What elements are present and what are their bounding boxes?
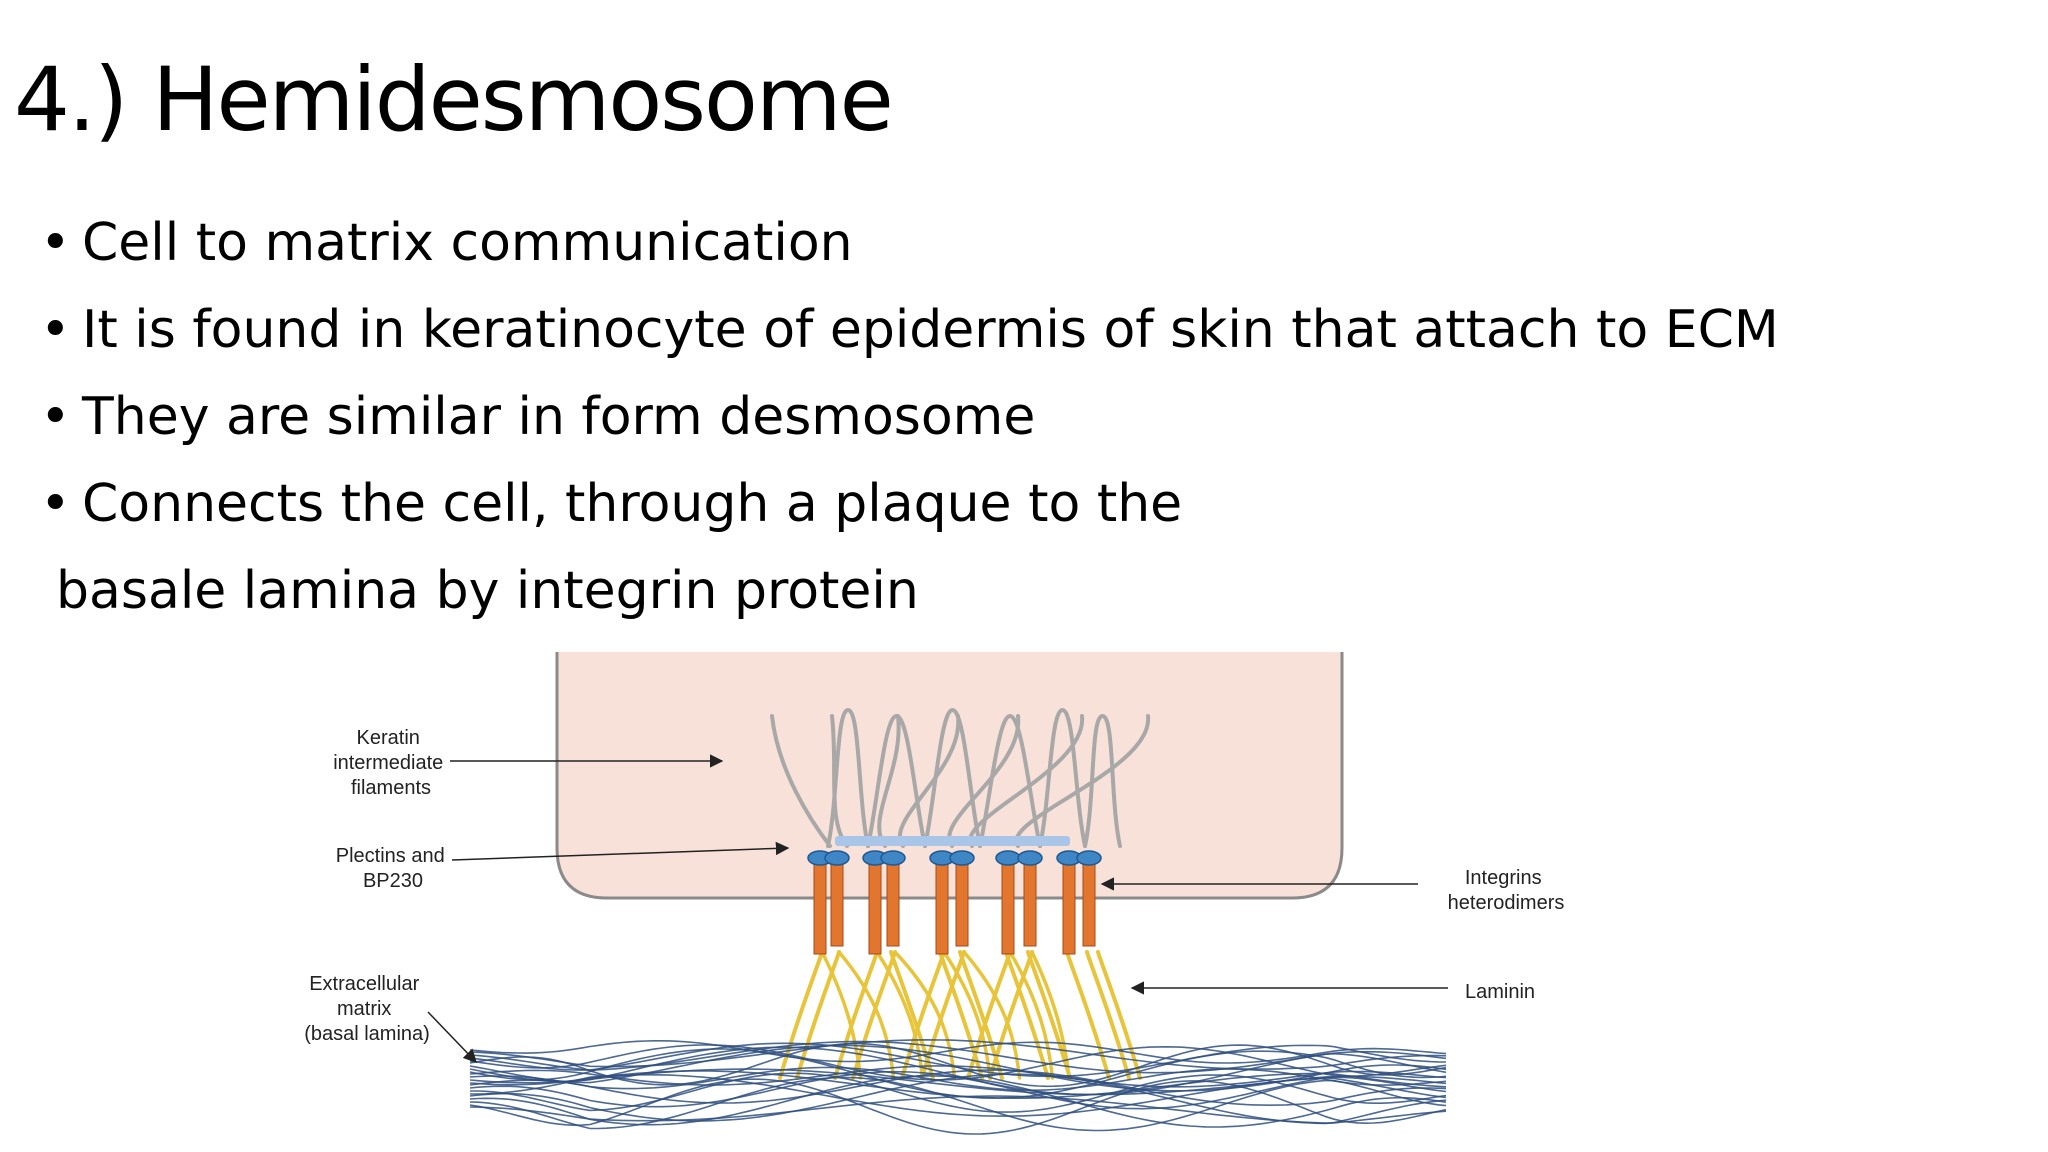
bullet-text: Cell to matrix communication (82, 213, 853, 273)
keratin-filament (826, 707, 870, 848)
plectins-label: Plectins and BP230 (336, 845, 451, 892)
bullet-list: •Cell to matrix communication •It is fou… (40, 200, 1779, 548)
integrin-stalk (868, 861, 882, 955)
integrin-stalk (813, 861, 827, 955)
integrin-stalk (1062, 861, 1076, 955)
bullet-dot: • (40, 474, 71, 534)
bullet-text: It is found in keratinocyte of epidermis… (82, 300, 1779, 360)
slide-title: 4.) Hemidesmosome (14, 48, 894, 151)
bullet-continuation: basale lamina by integrin protein (56, 561, 919, 621)
keratin-filament (770, 714, 832, 848)
keratin-filament (877, 714, 901, 848)
integrin-stalk (1001, 861, 1015, 955)
matrix-fiber (469, 1042, 1447, 1088)
integrin-head (949, 850, 975, 866)
bullet-item: •Cell to matrix communication (40, 200, 1779, 287)
plectin-pointer (451, 841, 790, 861)
keratin-filament (978, 713, 1042, 848)
bullet-dot: • (40, 300, 71, 360)
ecm-label: Extracellular matrix (basal lamina) (304, 973, 430, 1045)
integrin-head (824, 850, 850, 866)
integrin-head (1076, 850, 1102, 866)
laminin-strand (942, 950, 992, 1080)
integrin-head (1017, 850, 1043, 866)
keratin-filament (947, 714, 1021, 848)
integrin-stalk (935, 861, 949, 955)
integrins-label: Integrins heterodimers (1448, 867, 1565, 914)
matrix-fiber (469, 1069, 1447, 1107)
integrin-stalk (886, 861, 900, 947)
matrix-fiber (469, 1066, 1447, 1091)
laminin-strand (1030, 950, 1071, 1080)
keratin-filament (898, 714, 961, 848)
matrix-fiber (469, 1044, 1447, 1092)
extracellular-matrix-fibers (469, 1038, 1447, 1135)
bullet-text: They are similar in form desmosome (82, 387, 1036, 447)
laminin-strand (837, 950, 896, 1080)
cell-body (555, 652, 1344, 900)
integrin-stalk (1023, 861, 1037, 947)
matrix-fiber (469, 1076, 1447, 1132)
bullet-item: •Connects the cell, through a plaque to … (40, 461, 1779, 548)
bullet-dot: • (40, 213, 71, 273)
keratin-filament (968, 714, 1085, 848)
laminin-strand (966, 950, 1131, 1080)
plectin-plaque (835, 836, 1070, 846)
bullet-item: •It is found in keratinocyte of epidermi… (40, 287, 1779, 374)
keratin-filament (1083, 713, 1122, 848)
keratin-filament (923, 707, 982, 848)
bullet-dot: • (40, 387, 71, 447)
keratin-filament (1038, 707, 1087, 848)
bullet-item: •They are similar in form desmosome (40, 374, 1779, 461)
integrin-head (880, 850, 906, 866)
laminin-strand (962, 950, 1022, 1080)
matrix-fiber (469, 1078, 1447, 1135)
matrix-fiber (469, 1065, 1447, 1088)
laminin-strands (778, 950, 1142, 1080)
integrin-head (995, 850, 1021, 866)
integrin-stalk (1082, 861, 1096, 947)
bullet-text: Connects the cell, through a plaque to t… (82, 474, 1183, 534)
ecm-pointer (427, 1011, 477, 1063)
keratin-label: Keratin intermediate filaments (333, 727, 449, 799)
integrin-stalk (955, 861, 969, 947)
matrix-fiber (469, 1038, 1447, 1070)
integrin-heterodimers (807, 850, 1102, 955)
keratin-filaments (770, 707, 1151, 848)
laminin-strand (875, 950, 925, 1080)
matrix-fiber (469, 1044, 1447, 1081)
keratin-filament (866, 713, 927, 848)
laminin-strand (1008, 950, 1055, 1080)
matrix-fiber (469, 1040, 1447, 1064)
matrix-fiber (469, 1095, 1447, 1124)
laminin-label: Laminin (1465, 981, 1535, 1003)
matrix-fiber (469, 1040, 1447, 1074)
integrin-stalk (830, 861, 844, 947)
